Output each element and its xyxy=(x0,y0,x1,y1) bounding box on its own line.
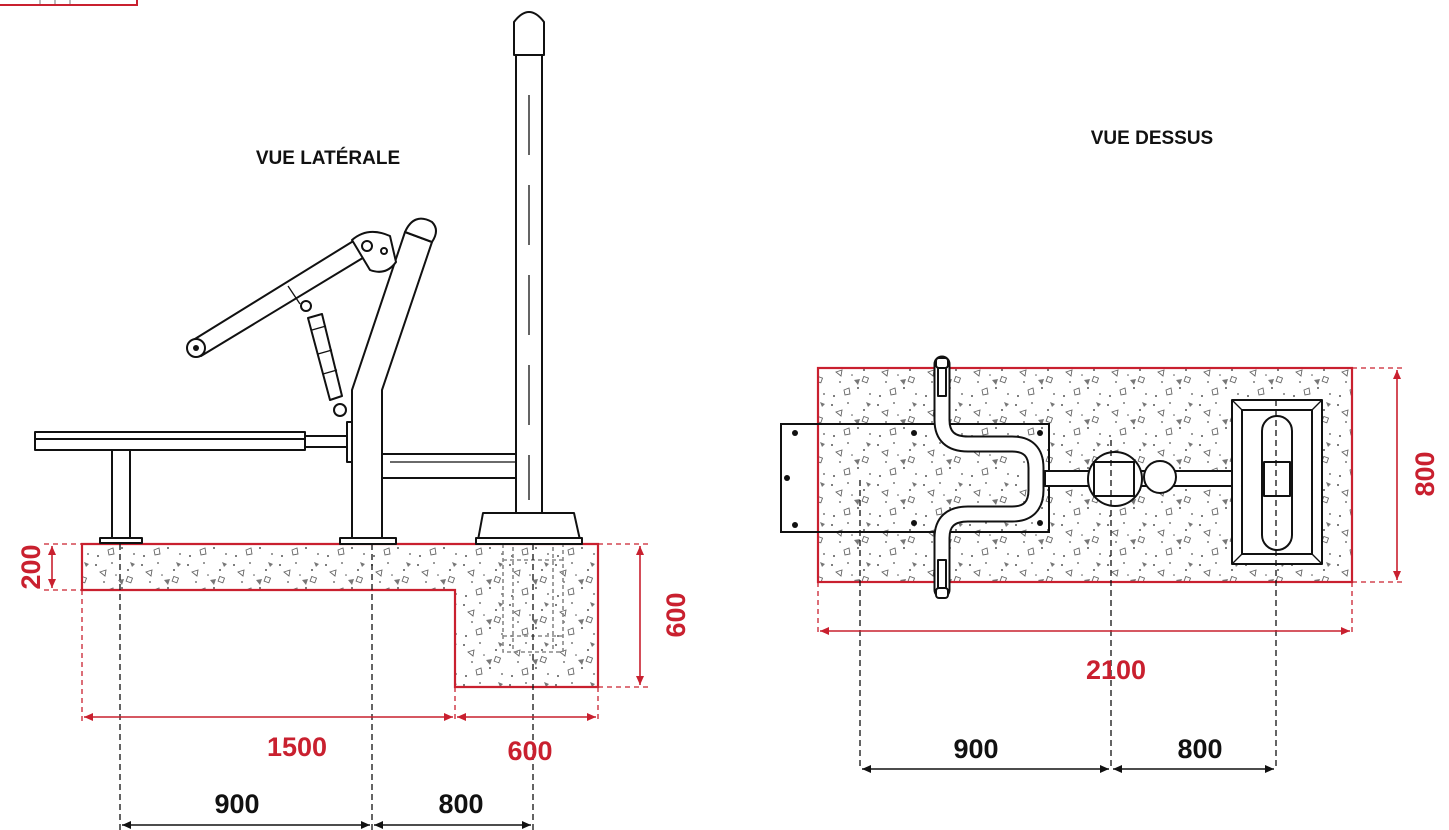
lever-arm xyxy=(186,230,397,358)
dim-slab-length: 1500 xyxy=(267,732,327,762)
connecting-bar xyxy=(381,453,519,479)
tall-post xyxy=(475,11,583,545)
dim-top-span-right: 800 xyxy=(1177,734,1222,764)
corner-stamp xyxy=(0,0,138,6)
dim-footing-depth: 600 xyxy=(661,592,691,637)
dim-side-span-right: 800 xyxy=(438,789,483,819)
main-post xyxy=(339,217,437,545)
dim-top-length: 2100 xyxy=(1086,655,1146,685)
dim-top-span-left: 900 xyxy=(953,734,998,764)
top-u-handle xyxy=(933,355,1045,599)
dim-side-span-left: 900 xyxy=(214,789,259,819)
bench-seat xyxy=(34,421,356,544)
top-central-arm xyxy=(1044,451,1276,507)
dim-footing-width: 600 xyxy=(507,736,552,766)
side-view-title: VUE LATÉRALE xyxy=(256,147,400,169)
top-footing-square xyxy=(1231,399,1323,565)
dim-top-width: 800 xyxy=(1410,451,1440,496)
hydraulic-cylinder xyxy=(300,300,347,417)
side-concrete-foundation xyxy=(80,542,600,689)
dim-slab-thickness: 200 xyxy=(16,544,46,589)
top-view-title: VUE DESSUS xyxy=(1091,128,1213,149)
